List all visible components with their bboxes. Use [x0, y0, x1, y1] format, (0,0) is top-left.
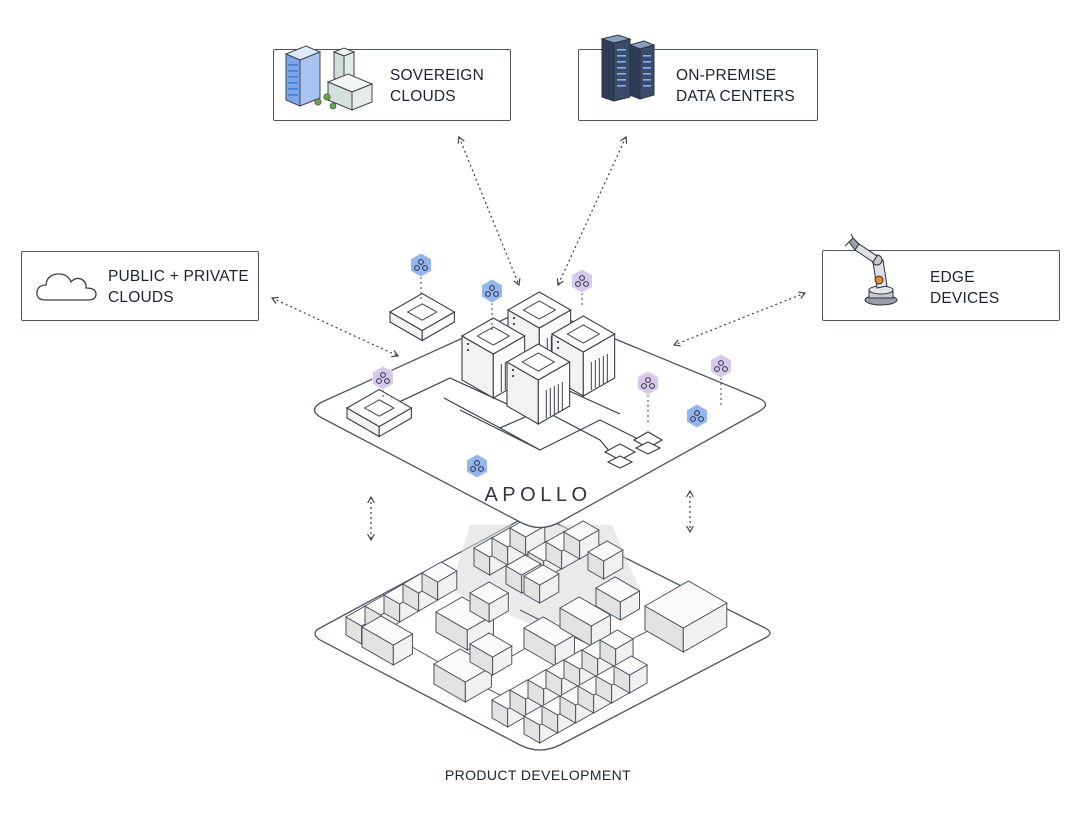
buildings-icon [284, 45, 374, 111]
connector-public [270, 296, 400, 358]
server-rack-icon [600, 34, 656, 102]
edge-line2: DEVICES [930, 290, 1000, 307]
product-development-label: PRODUCT DEVELOPMENT [444, 767, 632, 783]
service-badges [372, 252, 732, 479]
foundation-block [643, 580, 728, 653]
compute-box [505, 343, 571, 425]
foundation-block [594, 576, 641, 621]
tray [388, 292, 456, 342]
foundation-blocks [344, 516, 728, 744]
edge-devices-node [822, 250, 1060, 321]
service-badge-blue [410, 252, 432, 300]
sovereign-line2: CLOUDS [390, 88, 456, 105]
foundation-block [562, 520, 600, 560]
foundation-block [612, 655, 649, 694]
edge-line1: EDGE [930, 269, 975, 286]
service-badge-purple [571, 268, 593, 305]
foundation-block [586, 540, 624, 580]
public-line1: PUBLIC + PRIVATE [108, 268, 249, 285]
foundation-block [468, 632, 513, 676]
service-badge-purple [710, 353, 732, 405]
edge-devices-label: EDGE DEVICES [930, 267, 999, 309]
foundation-block [558, 596, 612, 647]
foundation-block [360, 615, 414, 666]
connector-edge [672, 291, 807, 347]
tray [345, 388, 413, 438]
service-badge-purple [372, 365, 394, 398]
apollo-platform-label: APOLLO [484, 484, 592, 506]
onprem-line1: ON-PREMISE [676, 67, 777, 84]
foundation-block [468, 581, 510, 623]
cloud-icon [36, 273, 97, 301]
sovereign-line1: SOVEREIGN [390, 67, 484, 84]
service-badge-purple [637, 370, 659, 425]
connector-sovereign [457, 135, 521, 287]
sovereign-clouds-label: SOVEREIGN CLOUDS [390, 65, 484, 107]
foundation-block [420, 561, 458, 601]
connectors [270, 135, 807, 542]
foundation-block [522, 564, 560, 604]
foundation-block [432, 648, 493, 703]
service-badge-blue [686, 403, 708, 429]
public-private-label: PUBLIC + PRIVATE CLOUDS [108, 266, 249, 308]
apollo-compute-boxes [345, 291, 616, 438]
onprem-line2: DATA CENTERS [676, 88, 795, 105]
robot-arm-icon [844, 233, 898, 306]
service-badge-blue [466, 453, 488, 479]
on-premise-label: ON-PREMISE DATA CENTERS [676, 65, 795, 107]
public-line2: CLOUDS [108, 289, 174, 306]
connector-onprem [556, 135, 628, 287]
